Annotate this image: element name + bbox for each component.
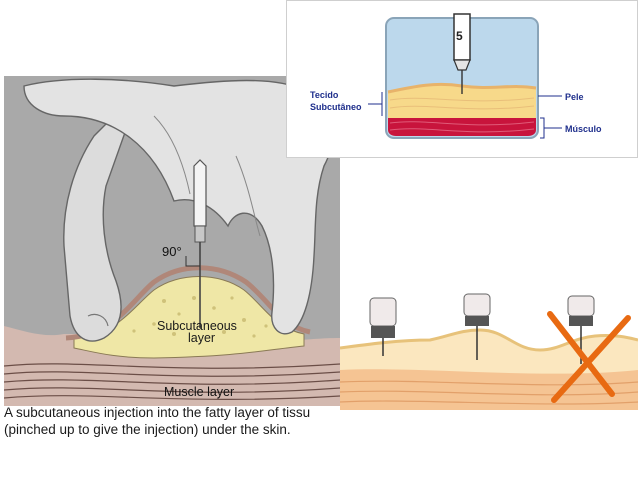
pt-syringe-tip — [453, 59, 471, 71]
caption-line-2: (pinched up to give the injection) under… — [4, 422, 291, 437]
injection-angles-illustration — [339, 290, 638, 410]
caption: A subcutaneous injection into the fatty … — [4, 404, 364, 438]
label-tissue: Tecido — [310, 90, 339, 100]
fingers — [23, 78, 334, 335]
thumbnail — [87, 313, 109, 327]
muscle-layer-label: Muscle layer — [164, 385, 234, 399]
subcutaneous-layer-label-line2: layer — [188, 331, 215, 345]
angle-label: 90° — [162, 244, 182, 259]
cross-section-svg: 5 Tecido Subcutâneo Pele Músculo — [286, 0, 638, 158]
caption-line-1: A subcutaneous injection into the fatty … — [4, 405, 311, 420]
angles-svg — [339, 293, 638, 410]
fat-layer — [388, 84, 536, 118]
leader-lines — [368, 92, 562, 139]
label-muscle: Músculo — [565, 124, 602, 134]
pinch-injection-svg: 90° Subcutaneous layer Muscle layer — [3, 76, 341, 406]
pen-needle-1 — [369, 297, 397, 356]
subcutaneous-cross-section-pt: 5 Tecido Subcutâneo Pele Músculo — [286, 0, 638, 158]
syringe-barrel — [193, 159, 207, 227]
right-angle-mark — [185, 256, 200, 267]
angles-muscle-lines — [339, 380, 638, 405]
muscle-wave-lines — [389, 121, 535, 133]
finger-crease — [235, 155, 261, 237]
pt-syringe: 5 — [453, 13, 471, 94]
syringe — [193, 159, 207, 328]
subcutaneous-layer-label: Subcutaneous — [157, 319, 237, 333]
syringe-mark: 5 — [456, 29, 463, 43]
muscle-layer — [388, 118, 536, 136]
pen-needle-2 — [463, 293, 491, 360]
fat-cells — [132, 296, 268, 338]
muscle-fibers — [3, 363, 341, 401]
angles-skin-line — [339, 328, 638, 352]
syringe-hub — [194, 225, 206, 243]
pinch-injection-illustration: 90° Subcutaneous layer Muscle layer — [3, 76, 341, 406]
thumb — [63, 110, 130, 342]
cross-mark-icon — [547, 311, 631, 403]
finger-crease — [153, 115, 191, 195]
fat-wave-lines — [389, 97, 535, 110]
angles-fat — [340, 369, 638, 410]
label-tissue-line2: Subcutâneo — [310, 102, 362, 112]
label-skin: Pele — [565, 92, 584, 102]
